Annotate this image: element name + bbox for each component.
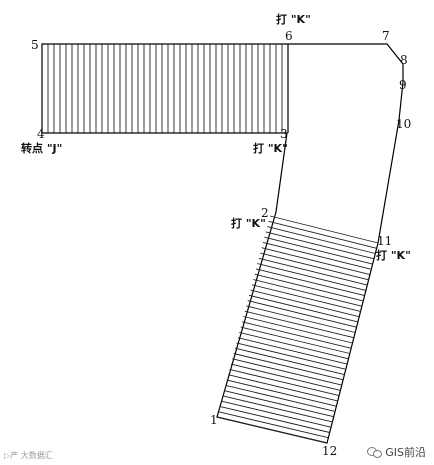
point-label-8: 8 (400, 53, 408, 67)
hatch-line-slanted (247, 300, 357, 328)
hatch-line-slanted (269, 215, 379, 244)
hatch-line-slanted (237, 337, 348, 365)
hatch-line-slanted (250, 289, 360, 318)
hatch-line-slanted (222, 395, 333, 423)
annotation-p11-k: 打 "K" (376, 249, 411, 262)
hatch-line-slanted (218, 411, 329, 439)
hatch-line-slanted (226, 379, 337, 407)
hatch-line-slanted (216, 416, 328, 444)
hatch-line-slanted (239, 331, 349, 360)
hatch-line-slanted (262, 241, 372, 270)
hatch-bottom-section (216, 215, 379, 444)
watermark-left: ▷产 大数据汇 (4, 451, 53, 460)
watermark-right: GIS前沿 (367, 444, 426, 460)
hatch-line-slanted (261, 247, 371, 276)
hatch-line-slanted (228, 374, 338, 402)
hatch-line-slanted (260, 252, 369, 281)
hatch-line-slanted (267, 226, 376, 254)
hatch-line-slanted (253, 279, 363, 307)
hatch-line-slanted (257, 263, 367, 291)
hatch-line-slanted (236, 342, 346, 370)
hatch-line-slanted (229, 368, 340, 397)
hatch-top-section (47, 44, 289, 133)
hatch-line-slanted (265, 231, 375, 260)
point-label-4: 4 (37, 127, 45, 141)
point-label-11: 11 (377, 234, 393, 248)
hatch-line-slanted (248, 294, 359, 323)
hatch-line-slanted (255, 268, 365, 297)
point-label-10: 10 (396, 117, 412, 131)
hatch-line-slanted (223, 390, 334, 418)
hatch-line-slanted (243, 316, 353, 344)
hatch-line-slanted (244, 310, 354, 339)
hatch-line-slanted (225, 384, 336, 412)
hatch-line-slanted (230, 363, 341, 391)
point-label-5: 5 (31, 38, 39, 52)
point-label-1: 1 (210, 413, 218, 427)
hatch-line-slanted (240, 326, 350, 354)
hatch-line-slanted (234, 347, 345, 376)
hatch-line-slanted (264, 236, 373, 265)
point-label-9: 9 (399, 78, 407, 92)
annotation-turn-point-j: 转点 "J" (21, 142, 63, 155)
annotation-p3-k: 打 "K" (253, 142, 288, 155)
hatch-line-slanted (221, 400, 332, 428)
hatch-line-slanted (233, 353, 344, 381)
point-label-6: 6 (285, 29, 293, 43)
hatch-line-slanted (268, 220, 377, 249)
hatch-line-slanted (219, 405, 330, 433)
annotation-p2-k: 打 "K" (231, 217, 266, 230)
watermark-right-text: GIS前沿 (385, 446, 426, 459)
hatch-line-slanted (232, 358, 342, 386)
point-label-7: 7 (382, 29, 390, 43)
point-label-2: 2 (261, 206, 269, 220)
point-label-3: 3 (280, 127, 288, 141)
hatch-line-slanted (258, 257, 368, 286)
wechat-icon (367, 446, 383, 458)
annotation-top-k: 打 "K" (276, 13, 311, 26)
hatch-line-slanted (241, 321, 352, 349)
point-label-12: 12 (322, 444, 338, 458)
hatch-line-slanted (254, 273, 364, 302)
hatch-line-slanted (251, 284, 361, 312)
hatch-line-slanted (246, 305, 356, 333)
